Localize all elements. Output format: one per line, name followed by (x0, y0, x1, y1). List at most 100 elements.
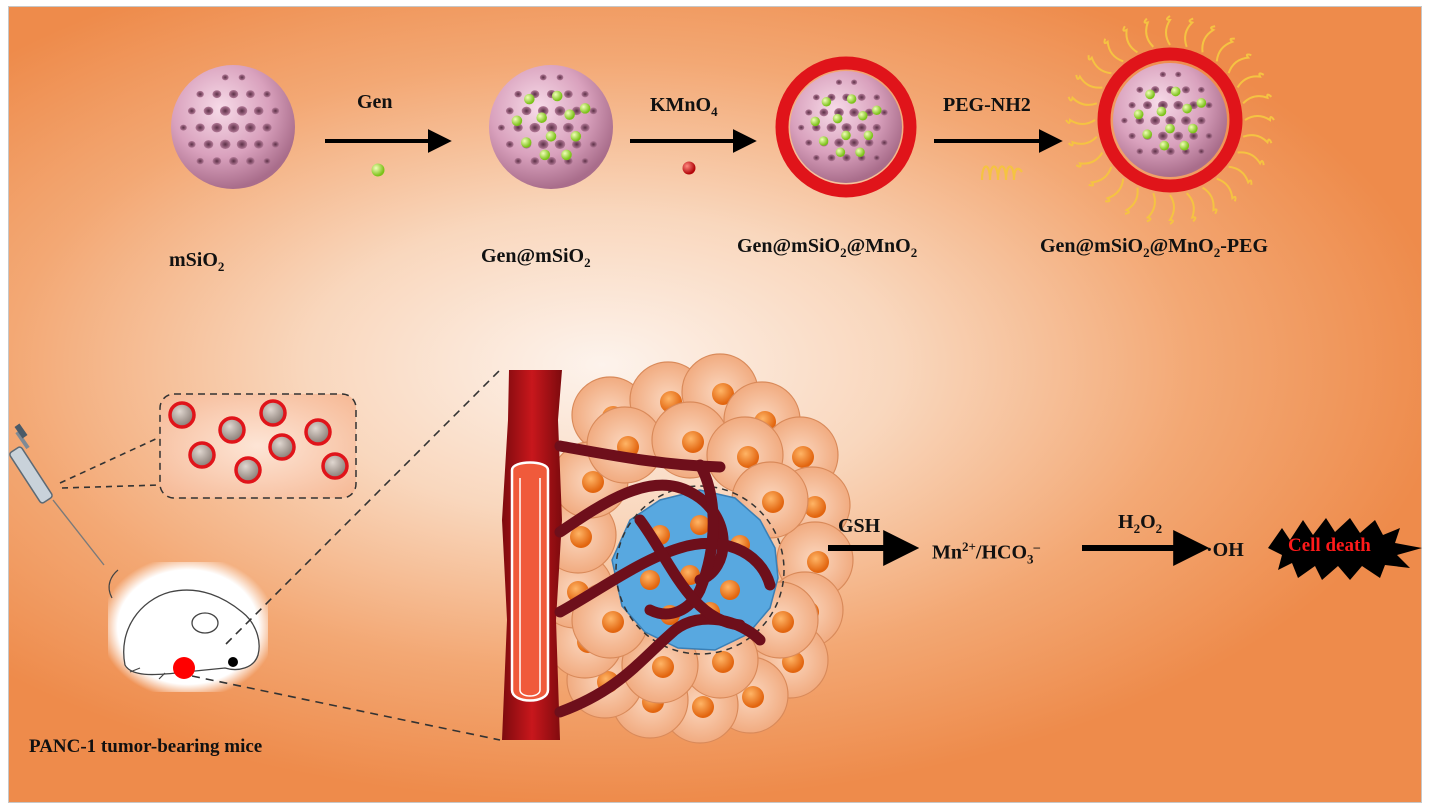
pore (1128, 132, 1136, 140)
label-mice: PANC-1 tumor-bearing mice (29, 737, 262, 756)
arrow-label-kmno4: KMnO4 (650, 95, 718, 118)
peg-chain (1122, 25, 1139, 54)
pore (253, 106, 264, 116)
injection-lines (59, 436, 161, 489)
pore (1198, 148, 1205, 155)
gmm-d: 2 (910, 245, 918, 260)
pore (546, 122, 558, 133)
msio2-main: mSiO (169, 249, 218, 271)
pore (835, 79, 843, 85)
pore (1136, 148, 1144, 155)
peg-chain (1067, 135, 1098, 147)
h2o2-d: 2 (1155, 521, 1163, 536)
pore (263, 90, 271, 98)
pore (1121, 117, 1128, 124)
peg-chain (1236, 72, 1265, 89)
drug-dot (539, 149, 551, 161)
peg-chain (1088, 166, 1113, 187)
pore (263, 157, 271, 165)
pore (228, 90, 239, 99)
pore (1197, 116, 1206, 125)
drug-dot (520, 137, 532, 148)
pore (539, 74, 547, 81)
pore (872, 123, 881, 132)
peg-chain (1215, 37, 1235, 62)
pore (1205, 102, 1213, 109)
pore (851, 79, 858, 85)
pore (497, 124, 505, 131)
pore (212, 157, 222, 165)
pore (211, 122, 223, 133)
gen-molecule (371, 163, 385, 177)
mno2-shell (775, 56, 917, 198)
pore (228, 122, 240, 133)
peg-chain (1075, 74, 1103, 89)
peg-chain (1103, 38, 1124, 63)
cell-nucleus (682, 431, 704, 453)
peg-chain (1168, 194, 1175, 225)
pore (1198, 86, 1205, 93)
pore (1166, 147, 1175, 156)
pore (1151, 147, 1160, 155)
peg-chain (1067, 95, 1098, 106)
pore (187, 107, 196, 115)
pore (873, 154, 881, 161)
pore (554, 106, 566, 116)
pore (236, 139, 248, 150)
pore (271, 141, 280, 148)
pore (1158, 131, 1168, 141)
pore (1175, 71, 1182, 78)
drug-dot (1182, 103, 1192, 114)
drug-dot (855, 147, 865, 157)
gen-msio2-mno2-particle (775, 56, 917, 198)
cell-death-text: Cell death (1288, 535, 1371, 556)
drug-dot (810, 116, 820, 127)
pore (1136, 86, 1144, 93)
drug-dot (841, 130, 851, 141)
pore (530, 157, 540, 165)
pore (1189, 132, 1199, 140)
label-gen-msio2-mno2: Gen@mSiO2@MnO2 (737, 236, 917, 259)
pore (505, 140, 514, 148)
cell-nucleus (640, 570, 660, 590)
pore (1181, 86, 1190, 94)
gen-msio2-main: Gen@mSiO (481, 245, 585, 267)
pore (547, 157, 557, 166)
cell-nucleus (720, 580, 740, 600)
gen-msio2-sub: 2 (584, 255, 591, 270)
pore (229, 157, 239, 166)
label-gen-msio2-mno2-peg: Gen@mSiO2@MnO2-PEG (1040, 236, 1268, 259)
pore (1205, 132, 1213, 140)
drug-dot (872, 105, 882, 115)
peg-nh2-text: PEG-NH2 (943, 94, 1031, 116)
drug-dot (561, 149, 572, 161)
gmm-a: Gen@mSiO (737, 235, 841, 257)
pore (841, 123, 852, 133)
drug-dot (1165, 123, 1175, 134)
pore (245, 122, 256, 133)
pore (1173, 131, 1184, 141)
gmm-c: @MnO (846, 235, 911, 257)
cell-nucleus (772, 611, 794, 633)
nanoparticle (259, 399, 287, 427)
cell-nucleus (792, 446, 814, 468)
pore (203, 140, 214, 149)
drug-dot (551, 90, 563, 102)
gen-text: Gen (357, 91, 393, 113)
peg-chain (1184, 17, 1195, 48)
pore (1128, 102, 1136, 109)
drug-dot (1142, 129, 1153, 140)
mice-text: PANC-1 tumor-bearing mice (29, 736, 263, 757)
nanoparticle (304, 418, 332, 446)
pore (187, 140, 196, 148)
nanoparticle (234, 456, 262, 484)
mouse-illustration (108, 562, 268, 692)
h2o2-a: H (1118, 511, 1134, 533)
pore (556, 74, 564, 81)
pore (529, 122, 541, 133)
drug-dot (821, 97, 832, 107)
nanoparticle-inset-dots (168, 399, 349, 484)
pore (179, 124, 187, 131)
